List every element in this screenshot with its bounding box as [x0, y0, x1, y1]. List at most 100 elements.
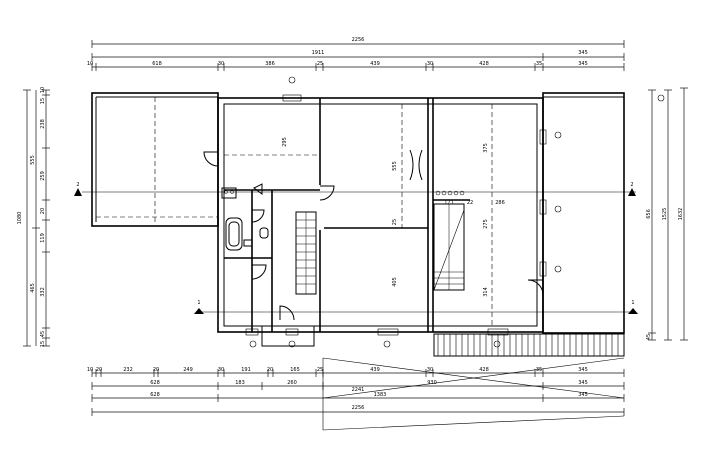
dim-bot3-0: 628	[150, 392, 160, 398]
top-dimension-chains: 2256 1911 345 10 618 30 386 25 439 30	[87, 37, 625, 71]
dim-top-row-1: 618	[152, 61, 162, 67]
dim-left-a-2: 238	[40, 119, 46, 129]
dim-int-3: 405	[392, 277, 398, 287]
stair-right	[433, 190, 465, 291]
dim-right-0: 1525	[662, 208, 668, 221]
stove-icon	[221, 187, 237, 199]
section-arrow-icon	[628, 188, 636, 196]
dim-top-row-2: 30	[218, 61, 224, 67]
door-icon	[279, 305, 295, 321]
dim-top-sub-a: 1911	[312, 50, 325, 56]
dim-left-a-1: 15	[40, 98, 46, 104]
door-icon	[319, 185, 335, 201]
dim-bot1-12: 428	[479, 367, 489, 373]
dim-top-row-8: 35	[536, 61, 542, 67]
dim-bot1-7: 20	[267, 367, 273, 373]
dim-left-a-9: 15	[40, 341, 46, 347]
dim-left-a-8: 45	[40, 331, 46, 337]
toilet-icon	[259, 227, 269, 239]
section-arrow-icon	[74, 188, 82, 196]
dim-bot1-14: 345	[578, 367, 588, 373]
dim-top-row-3: 386	[265, 61, 275, 67]
terrace-hatch	[433, 333, 625, 357]
dim-bot1-10: 439	[370, 367, 380, 373]
dim-bot1-1: 20	[96, 367, 102, 373]
dim-bot3-1: 1383	[374, 392, 387, 398]
bathroom-fixtures	[221, 183, 269, 251]
dim-top-row-9: 345	[578, 61, 588, 67]
door-icon	[251, 264, 267, 280]
dim-left-total: 1080	[17, 212, 23, 225]
section-label-1-right: 1	[631, 300, 634, 306]
section-label-2-left: 2	[76, 182, 79, 188]
dim-left-a-0: 10	[40, 87, 46, 93]
section-line-2: 2 2	[74, 182, 636, 196]
interior-dimensions: 295 555 25 405 375 275 314 121 22 286	[282, 137, 505, 297]
dim-right-1: 1632	[678, 208, 684, 221]
dim-bot1-4: 249	[183, 367, 193, 373]
doors	[203, 149, 544, 321]
bathtub-icon	[225, 217, 243, 251]
section-arrow-icon	[628, 308, 638, 314]
dim-top-row-5: 439	[370, 61, 380, 67]
dim-bot1-3: 20	[153, 367, 159, 373]
dim-bot2-1: 183	[235, 380, 245, 386]
dim-int-0: 295	[282, 137, 288, 147]
dim-top-row-7: 428	[479, 61, 489, 67]
dim-bot1-6: 191	[241, 367, 251, 373]
door-icon	[251, 209, 265, 223]
door-icon	[409, 149, 414, 181]
dim-bot2-2: 260	[287, 380, 297, 386]
dim-int-9: 286	[495, 200, 505, 206]
door-icon	[418, 149, 423, 181]
dim-right-3: 45	[646, 334, 652, 340]
dim-bot1-2: 232	[123, 367, 133, 373]
dim-left-a-4: 20	[40, 208, 46, 214]
corner-fixture-icon	[253, 183, 263, 195]
dim-top-row-0: 10	[87, 61, 93, 67]
right-dimension-chains: 656 45 1525 1632	[646, 87, 688, 341]
dim-bot3-3: 345	[578, 392, 588, 398]
dim-bot2-3: 930	[427, 380, 437, 386]
building-walls	[91, 92, 625, 347]
dim-int-5: 275	[483, 219, 489, 229]
bottom-dimension-chains: 10 20 232 20 249 30 191 20 165 25 439 30…	[87, 357, 625, 431]
section-line-1: 1 1	[194, 300, 638, 314]
dim-bot3-2: 2241	[352, 387, 365, 393]
section-arrow-icon	[194, 308, 204, 314]
dim-bot1-13: 35	[536, 367, 542, 373]
left-dimension-chains: 1080 555 465 10 15 238 259 20 119 332 45…	[17, 87, 50, 347]
dim-int-7: 121	[444, 200, 454, 206]
dim-int-4: 375	[483, 143, 489, 153]
door-icon	[203, 151, 219, 167]
dim-top-sub-b: 345	[578, 50, 588, 56]
dim-left-a-6: 465	[30, 283, 36, 293]
dim-bot2-4: 345	[578, 380, 588, 386]
dim-left-a-5: 119	[40, 233, 46, 243]
dim-int-6: 314	[483, 287, 489, 297]
dim-left-a-7: 332	[40, 287, 46, 297]
dim-left-b: 555	[30, 155, 36, 165]
section-label-2-right: 2	[630, 182, 633, 188]
dim-bot1-5: 30	[218, 367, 224, 373]
dim-bot1-9: 25	[317, 367, 323, 373]
dim-top-row-6: 30	[427, 61, 433, 67]
dim-right-2: 656	[646, 209, 652, 219]
dim-int-8: 22	[467, 200, 473, 206]
dim-top-total: 2256	[352, 37, 365, 43]
door-icon	[527, 279, 544, 296]
dim-bot2-0: 628	[150, 380, 160, 386]
sink-icon	[243, 239, 253, 247]
dim-int-2: 25	[392, 219, 398, 225]
dim-int-1: 555	[392, 161, 398, 171]
dim-left-a-3: 259	[40, 171, 46, 181]
dim-bot1-8: 165	[290, 367, 300, 373]
dim-bottom-total: 2256	[352, 405, 365, 411]
dim-bot1-0: 10	[87, 367, 93, 373]
section-label-1-left: 1	[197, 300, 200, 306]
stair-left	[295, 211, 317, 295]
dim-top-row-4: 25	[317, 61, 323, 67]
dim-bot1-11: 30	[427, 367, 433, 373]
